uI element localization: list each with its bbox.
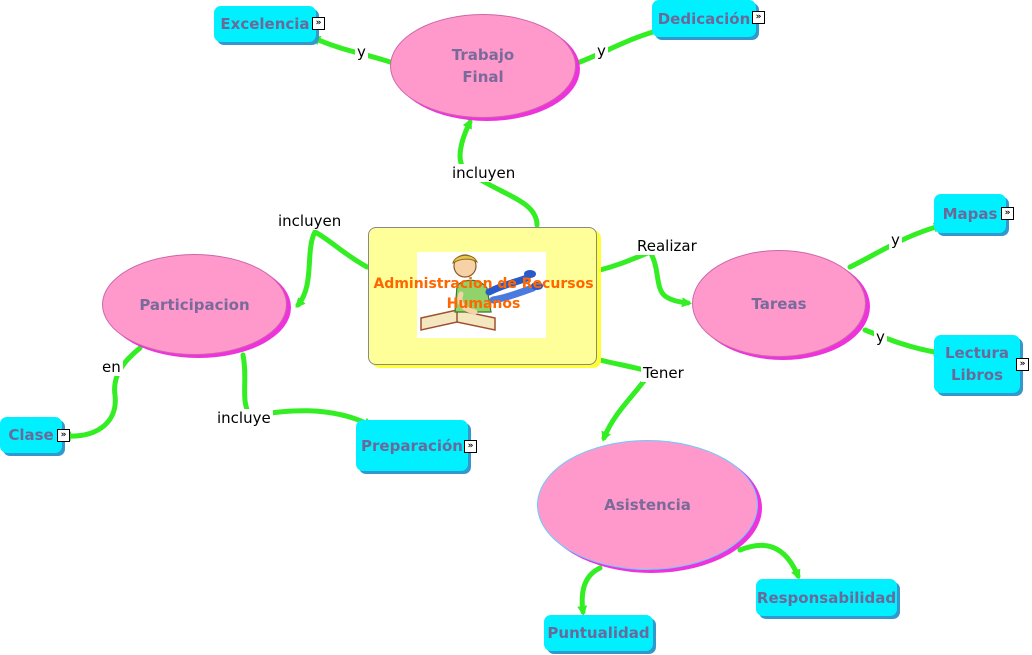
leaf-dedicacion-label: Dedicación [657,9,751,28]
leaf-preparacion-label: Preparación [361,436,463,455]
leaf-clase-label: Clase [8,426,54,444]
leaf-excelencia-label: Excelencia [220,15,310,33]
link-label-incluyen-left: incluyen [276,212,344,230]
link-label-incluye: incluye [215,409,273,427]
leaf-preparacion[interactable]: Preparación [356,420,468,471]
expand-arrows-icon[interactable]: » [57,429,70,442]
connector-trabajo-excelencia [310,35,393,65]
connector-asistencia-puntualidad [577,565,603,616]
concept-asistencia-label: Asistencia [604,496,691,514]
student-reading-clipart [417,252,546,338]
concept-tareas[interactable]: Tareas [692,250,866,357]
leaf-clase[interactable]: Clase [0,417,62,453]
leaf-lectura-libros-label: Lectura Libros [945,344,1009,384]
connector-center-participacion [295,228,370,309]
connector-trabajo-dedicacion [577,26,664,65]
leaf-mapas-label: Mapas [942,204,998,223]
expand-arrows-icon[interactable]: » [1016,358,1029,371]
center-title: Administracion de Recursos Humanos [373,276,594,312]
link-label-y-lectura: y [874,328,887,346]
link-label-y-mapas: y [889,231,902,249]
leaf-puntualidad[interactable]: Puntualidad [544,615,653,651]
concept-asistencia[interactable]: Asistencia [537,440,758,570]
concept-participacion-label: Participacion [139,295,250,314]
connector-asistencia-responsabilidad [737,542,801,580]
link-label-realizar: Realizar [635,237,699,255]
concept-trabajo-final[interactable]: Trabajo Final [390,14,576,118]
link-label-incluyen-top: incluyen [450,164,518,182]
expand-arrows-icon[interactable]: » [464,440,477,453]
student-reading-icon [417,252,546,338]
connector-center-tareas [597,248,692,308]
concept-tareas-label: Tareas [751,294,807,313]
concept-trabajo-final-label: Trabajo Final [451,46,515,86]
connector-tareas-lectura [862,327,944,357]
leaf-lectura-libros[interactable]: Lectura Libros [934,335,1020,393]
leaf-dedicacion[interactable]: Dedicación [652,0,756,37]
link-label-tener: Tener [641,364,686,382]
expand-arrows-icon[interactable]: » [1001,207,1014,220]
connector-participacion-clase [61,345,143,442]
leaf-mapas[interactable]: Mapas [934,194,1006,233]
link-label-y-dedicacion: y [595,42,608,60]
expand-arrows-icon[interactable]: » [752,11,765,24]
link-label-en: en [100,358,123,376]
leaf-puntualidad-label: Puntualidad [547,624,650,642]
expand-arrows-icon[interactable]: » [312,17,325,30]
concept-participacion[interactable]: Participacion [102,254,287,355]
leaf-responsabilidad[interactable]: Responsabilidad [756,579,897,616]
center-node[interactable]: Administracion de Recursos Humanos [368,227,597,365]
leaf-excelencia[interactable]: Excelencia [214,6,316,42]
leaf-responsabilidad-label: Responsabilidad [756,588,897,607]
link-label-y-excelencia: y [355,43,368,61]
